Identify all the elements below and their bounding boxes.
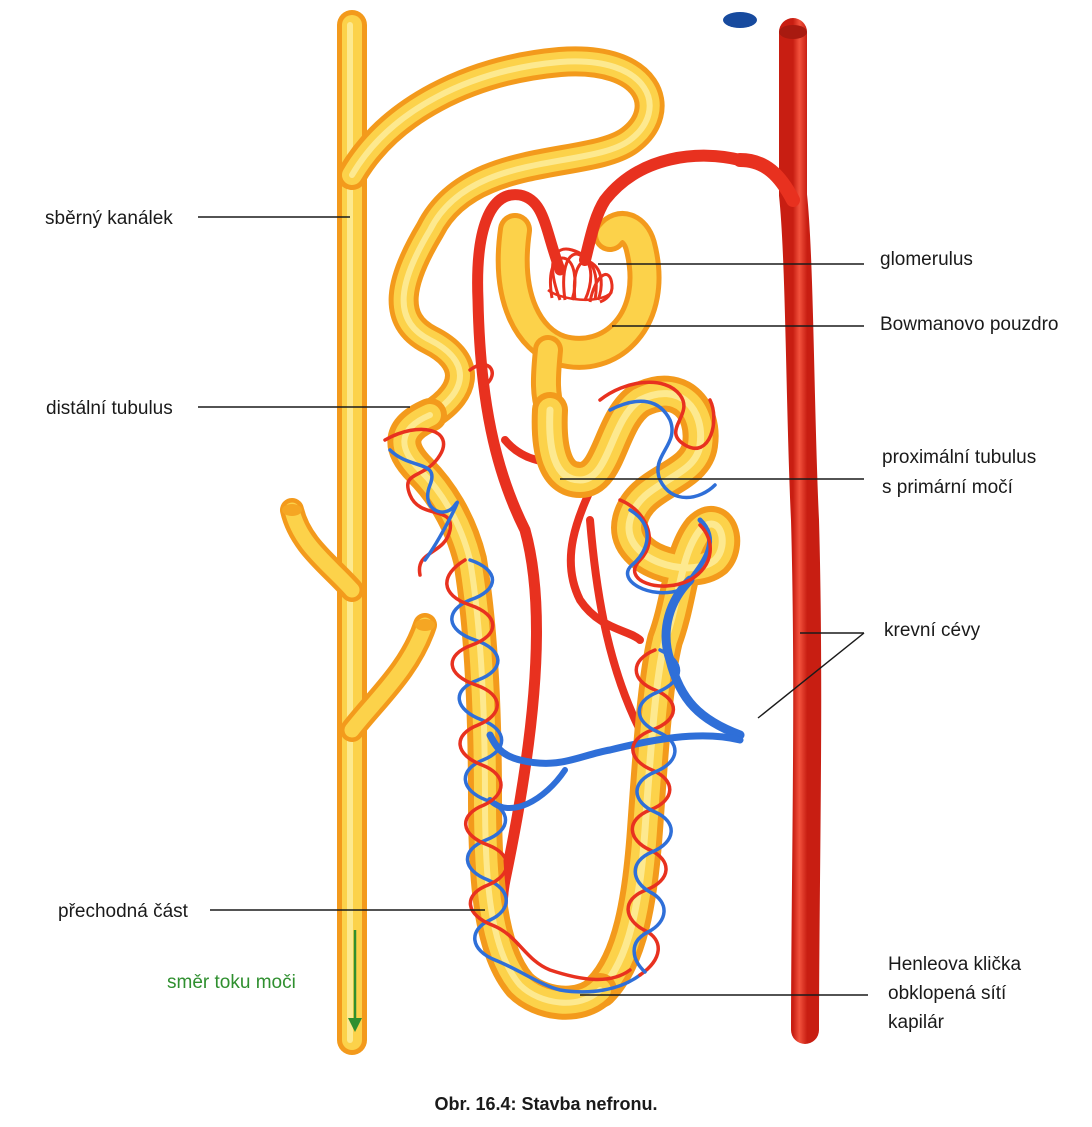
henle-loop (387, 398, 617, 1020)
label-henle-line1: Henleova klička (888, 954, 1021, 975)
label-collecting-duct: sběrný kanálek (45, 208, 173, 229)
label-henle-line2: obklopená sítí (888, 983, 1007, 1004)
flow-arrow (348, 930, 362, 1032)
proximal-tubule (531, 375, 741, 1008)
glomerulus (547, 247, 614, 304)
label-glomerulus: glomerulus (880, 249, 973, 270)
label-bowman: Bowmanovo pouzdro (880, 314, 1059, 335)
collecting-duct (280, 10, 665, 1055)
label-proximal-line1: proximální tubulus (882, 447, 1036, 468)
capillary-network (383, 362, 745, 994)
main-vein (723, 3, 757, 1062)
label-distal-tubule: distální tubulus (46, 398, 173, 419)
leader-lines (198, 216, 868, 996)
main-artery (779, 18, 822, 1044)
figure-caption: Obr. 16.4: Stavba nefronu. (434, 1094, 657, 1114)
label-transition: přechodná část (58, 901, 189, 922)
label-henle-line3: kapilár (888, 1012, 945, 1033)
label-proximal-line2: s primární močí (882, 477, 1014, 498)
label-vessels: krevní cévy (884, 620, 981, 641)
label-flow-direction: směr toku moči (167, 972, 296, 993)
